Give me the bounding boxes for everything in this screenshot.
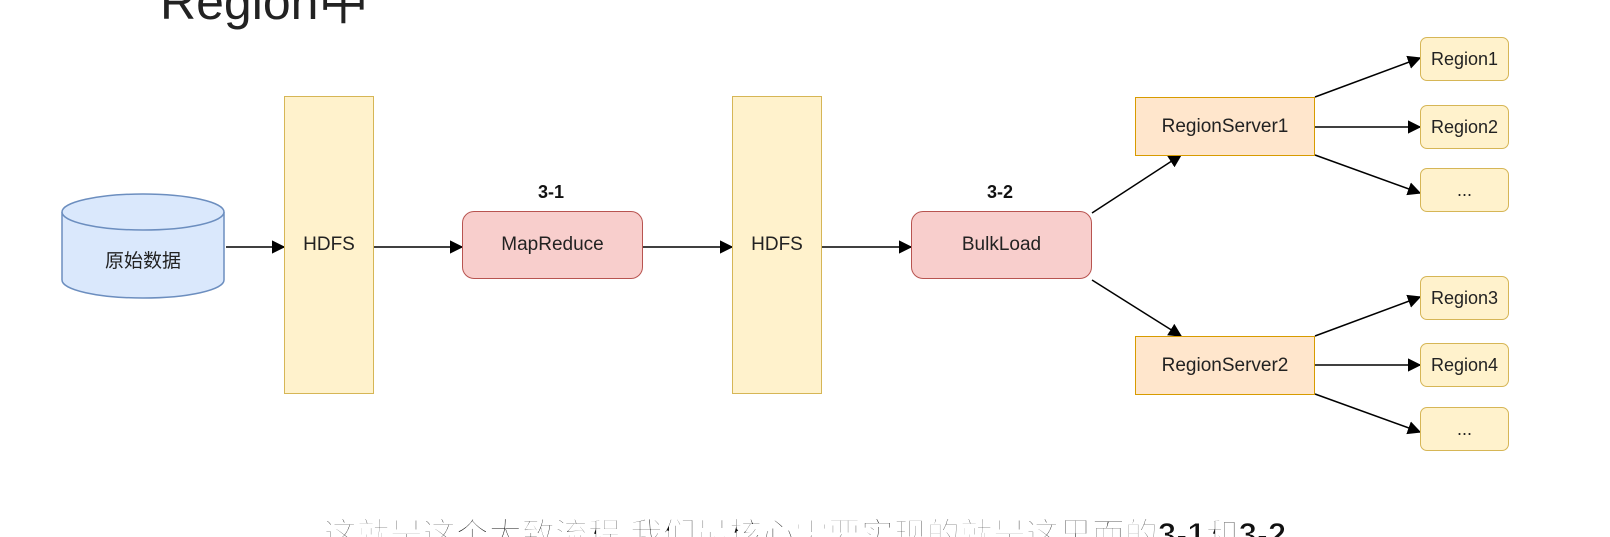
arrow-server2-to-region3: [1314, 294, 1422, 337]
arrow-bulkload-to-server1: [1091, 154, 1183, 214]
region-node-2: Region2: [1420, 105, 1509, 149]
page-title: Region中: [160, 0, 369, 30]
region-node-4: Region4: [1420, 343, 1509, 387]
hdfs-node-1-label: HDFS: [303, 234, 355, 255]
database-icon: [61, 193, 225, 299]
hdfs-node-2: HDFS: [732, 96, 822, 394]
arrow-bulkload-to-server2: [1091, 279, 1183, 337]
mapreduce-node-label: MapReduce: [501, 234, 604, 255]
region-server-1: RegionServer1: [1135, 97, 1315, 156]
arrow-server2-to-ellipsis2: [1314, 393, 1422, 435]
mapreduce-node: MapReduce: [462, 211, 643, 279]
region-ellipsis-2: ...: [1420, 407, 1509, 451]
region-server-1-label: RegionServer1: [1161, 115, 1289, 137]
arrow-server1-to-region1: [1314, 55, 1422, 98]
region-node-1: Region1: [1420, 37, 1509, 81]
region-ellipsis-2-label: ...: [1456, 418, 1472, 439]
step-label-3-1: 3-1: [538, 182, 565, 202]
source-data-label: 原始数据: [104, 251, 181, 272]
video-subtitle: 这就是这个大致流程 我们最核心需要实现的就是这里面的3-1和3-2: [323, 516, 1287, 537]
hdfs-node-2-label: HDFS: [751, 234, 803, 255]
region-node-3: Region3: [1420, 276, 1509, 320]
step-label-3-2: 3-2: [987, 182, 1014, 202]
region-node-4-label: Region4: [1430, 354, 1499, 375]
region-server-2: RegionServer2: [1135, 336, 1315, 395]
region-ellipsis-1-label: ...: [1456, 179, 1472, 200]
bulkload-node: BulkLoad: [911, 211, 1092, 279]
region-server-2-label: RegionServer2: [1161, 354, 1289, 376]
region-node-2-label: Region2: [1430, 116, 1499, 137]
bulkload-node-label: BulkLoad: [961, 234, 1042, 255]
region-node-1-label: Region1: [1430, 48, 1499, 69]
region-node-3-label: Region3: [1430, 287, 1499, 308]
region-ellipsis-1: ...: [1420, 168, 1509, 212]
hdfs-node-1: HDFS: [284, 96, 374, 394]
arrow-server1-to-ellipsis1: [1314, 154, 1422, 196]
